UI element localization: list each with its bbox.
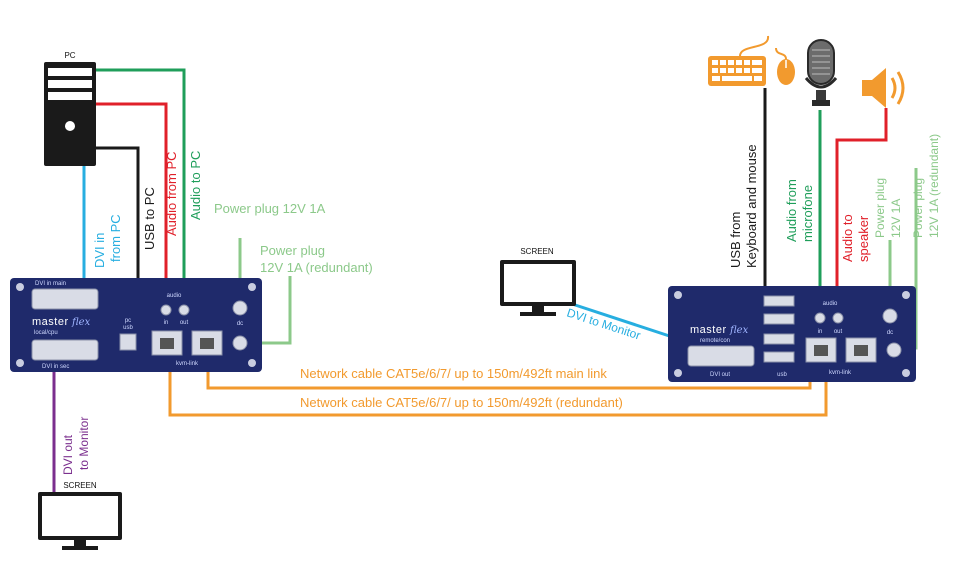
right-model: remote/con <box>700 338 730 344</box>
right-audio-out-label: out <box>834 329 843 335</box>
right-brand: master <box>690 324 727 336</box>
right-dc-jack-1 <box>882 308 898 324</box>
label-power-red-right-2: 12V 1A (redundant) <box>927 134 941 238</box>
right-usb-port-2 <box>763 313 795 325</box>
left-model: local/cpu <box>34 330 58 336</box>
right-audio-label: audio <box>823 301 838 307</box>
left-brand: master <box>32 316 69 328</box>
right-dvi-out-port <box>687 345 755 367</box>
label-audio-from-2: microfone <box>800 185 815 242</box>
left-dc-jack-2 <box>232 335 248 351</box>
label-power-red-left-2: 12V 1A (redundant) <box>260 260 373 275</box>
left-dvi-sec-port <box>31 339 99 361</box>
pc-tower: PC <box>44 51 96 166</box>
left-audio-out-label: out <box>180 320 189 326</box>
right-usb-port-4 <box>763 351 795 363</box>
label-dvi-out-1: DVI out <box>61 434 75 475</box>
right-kvm-device: master flex remote/con DVI out usb audio… <box>668 286 916 382</box>
label-audio-from-pc: Audio from PC <box>164 151 179 236</box>
label-usb-from-2: Keyboard and mouse <box>744 144 759 268</box>
label-power-red-left-1: Power plug <box>260 243 325 258</box>
mouse-icon <box>775 47 795 85</box>
microphone-icon <box>804 39 838 106</box>
right-usb-port-3 <box>763 333 795 345</box>
label-audio-to-2: speaker <box>856 215 871 262</box>
cable-audio-speaker <box>835 108 888 305</box>
right-kvm-link-port-1 <box>805 337 837 363</box>
pc-label: PC <box>64 51 75 60</box>
label-usb-to-pc: USB to PC <box>142 187 157 250</box>
screen-middle-label: SCREEN <box>520 247 554 256</box>
right-kvm-link-label: kvm-link <box>829 370 852 376</box>
cable-audio-from-pc <box>94 102 168 308</box>
keyboard-icon <box>708 35 769 86</box>
right-usb-label: usb <box>777 372 787 378</box>
left-audio-label: audio <box>167 293 182 299</box>
left-audio-in-jack <box>160 304 172 316</box>
right-audio-out-jack <box>832 312 844 324</box>
left-usb-b-port <box>119 333 137 351</box>
label-usb-from-1: USB from <box>728 212 743 268</box>
right-audio-in-label: in <box>818 329 823 335</box>
label-dvi-out-2: to Monitor <box>77 417 91 470</box>
left-dvi-main-label: DVI in main <box>35 281 66 287</box>
left-audio-in-label: in <box>164 320 169 326</box>
right-dc-jack-2 <box>886 342 902 358</box>
power-button-icon <box>65 121 75 131</box>
screen-middle: SCREEN <box>500 247 576 316</box>
left-dvi-sec-label: DVI in sec <box>42 364 69 370</box>
screen-bottom-label: SCREEN <box>63 481 97 490</box>
right-audio-in-jack <box>814 312 826 324</box>
left-dc-jack-1 <box>232 300 248 316</box>
left-kvm-device: DVI in main DVI in sec master flex local… <box>10 278 262 372</box>
left-pc-usb-label: pc <box>125 318 131 324</box>
label-audio-to-1: Audio to <box>840 214 855 262</box>
label-power-red-right-1: Power plug <box>911 178 925 238</box>
left-brand-flex: flex <box>71 317 91 328</box>
left-kvm-link-label: kvm-link <box>176 361 199 367</box>
left-pc-usb-label-2: usb <box>123 325 133 331</box>
right-brand-flex: flex <box>729 325 749 336</box>
label-power-right-2: 12V 1A <box>889 199 903 238</box>
label-power-plug-left: Power plug 12V 1A <box>214 201 326 216</box>
label-dvi-in-2: from PC <box>108 214 123 262</box>
label-audio-to-pc: Audio to PC <box>188 151 203 220</box>
label-network-main: Network cable CAT5e/6/7/ up to 150m/492f… <box>300 366 607 381</box>
right-dvi-out-label: DVI out <box>710 372 730 378</box>
label-dvi-in-1: DVI in <box>92 233 107 268</box>
right-dc-label: dc <box>887 330 893 336</box>
label-network-redundant: Network cable CAT5e/6/7/ up to 150m/492f… <box>300 395 623 410</box>
screen-bottom: SCREEN <box>38 481 122 550</box>
right-usb-port-1 <box>763 295 795 307</box>
left-audio-out-jack <box>178 304 190 316</box>
label-power-right-1: Power plug <box>873 178 887 238</box>
speaker-icon <box>862 68 905 108</box>
cable-audio-to-pc <box>94 68 186 308</box>
left-dvi-main-port <box>31 288 99 310</box>
left-dc-label: dc <box>237 321 243 327</box>
label-audio-from-1: Audio from <box>784 179 799 242</box>
